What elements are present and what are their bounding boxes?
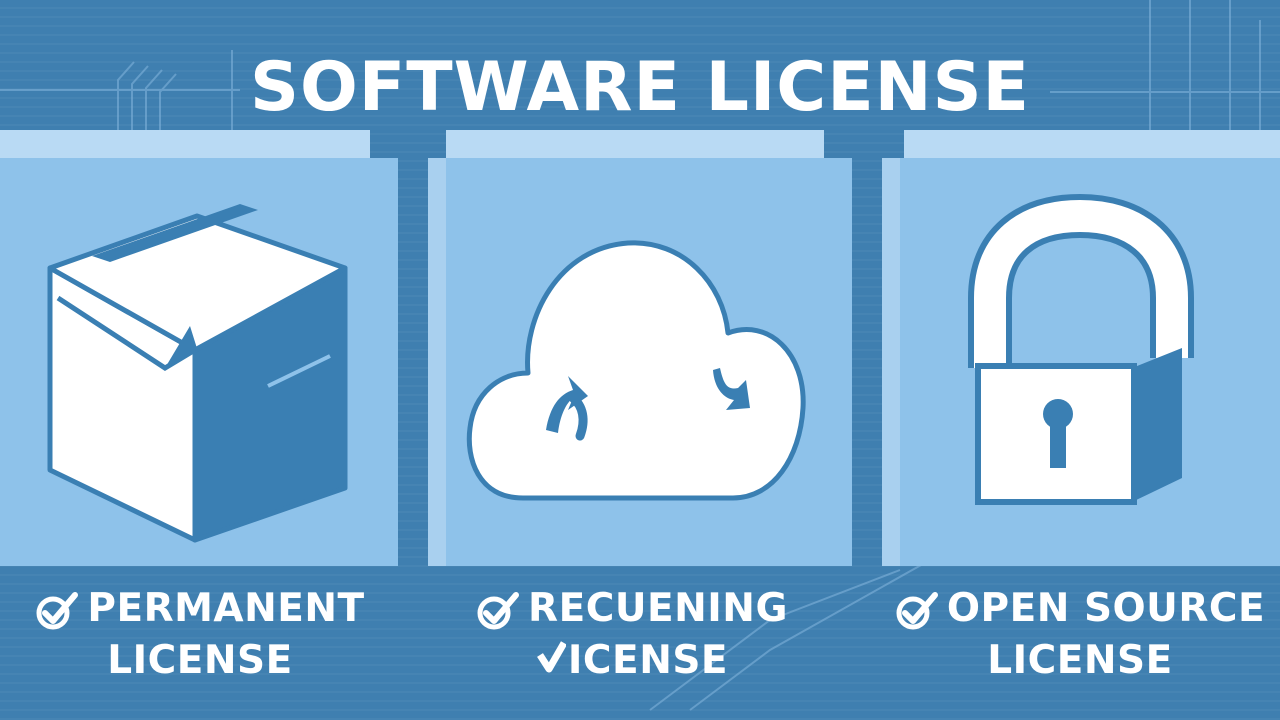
caption-line-1: PERMANENT (0, 583, 400, 635)
card-tab (446, 130, 824, 158)
caption-line-2: ICENSE (412, 635, 852, 689)
caption-line-1: RECUENING (412, 583, 852, 635)
card-open-source-license (882, 130, 1280, 566)
caption-recurring-license: RECUENING ICENSE (412, 583, 852, 689)
caption-line-2: LICENSE (107, 638, 293, 683)
card-edge (882, 158, 900, 566)
card-recurring-license (428, 130, 852, 566)
caption-text: OPEN SOURCE (946, 586, 1266, 631)
box-icon (47, 204, 348, 543)
caption-text: ICENSE (567, 638, 729, 683)
card-edge (428, 158, 446, 566)
caption-permanent-license: PERMANENT LICENSE (0, 583, 400, 687)
caption-line-1: OPEN SOURCE (880, 583, 1280, 635)
card-tab (0, 130, 370, 158)
check-mark-icon (536, 637, 567, 689)
check-circle-icon (476, 591, 520, 631)
card-permanent-license (0, 130, 398, 566)
caption-text: RECUENING (528, 586, 788, 631)
padlock-icon (968, 193, 1194, 505)
card-tab (904, 130, 1280, 158)
caption-open-source-license: OPEN SOURCE LICENSE (880, 583, 1280, 687)
page-title: SOFTWARE LICENSE (249, 48, 1030, 127)
cloud-sync-icon (466, 240, 806, 501)
check-circle-icon (35, 591, 79, 631)
caption-text: PERMANENT (87, 586, 365, 631)
caption-line-2: LICENSE (987, 638, 1173, 683)
check-circle-icon (895, 591, 939, 631)
